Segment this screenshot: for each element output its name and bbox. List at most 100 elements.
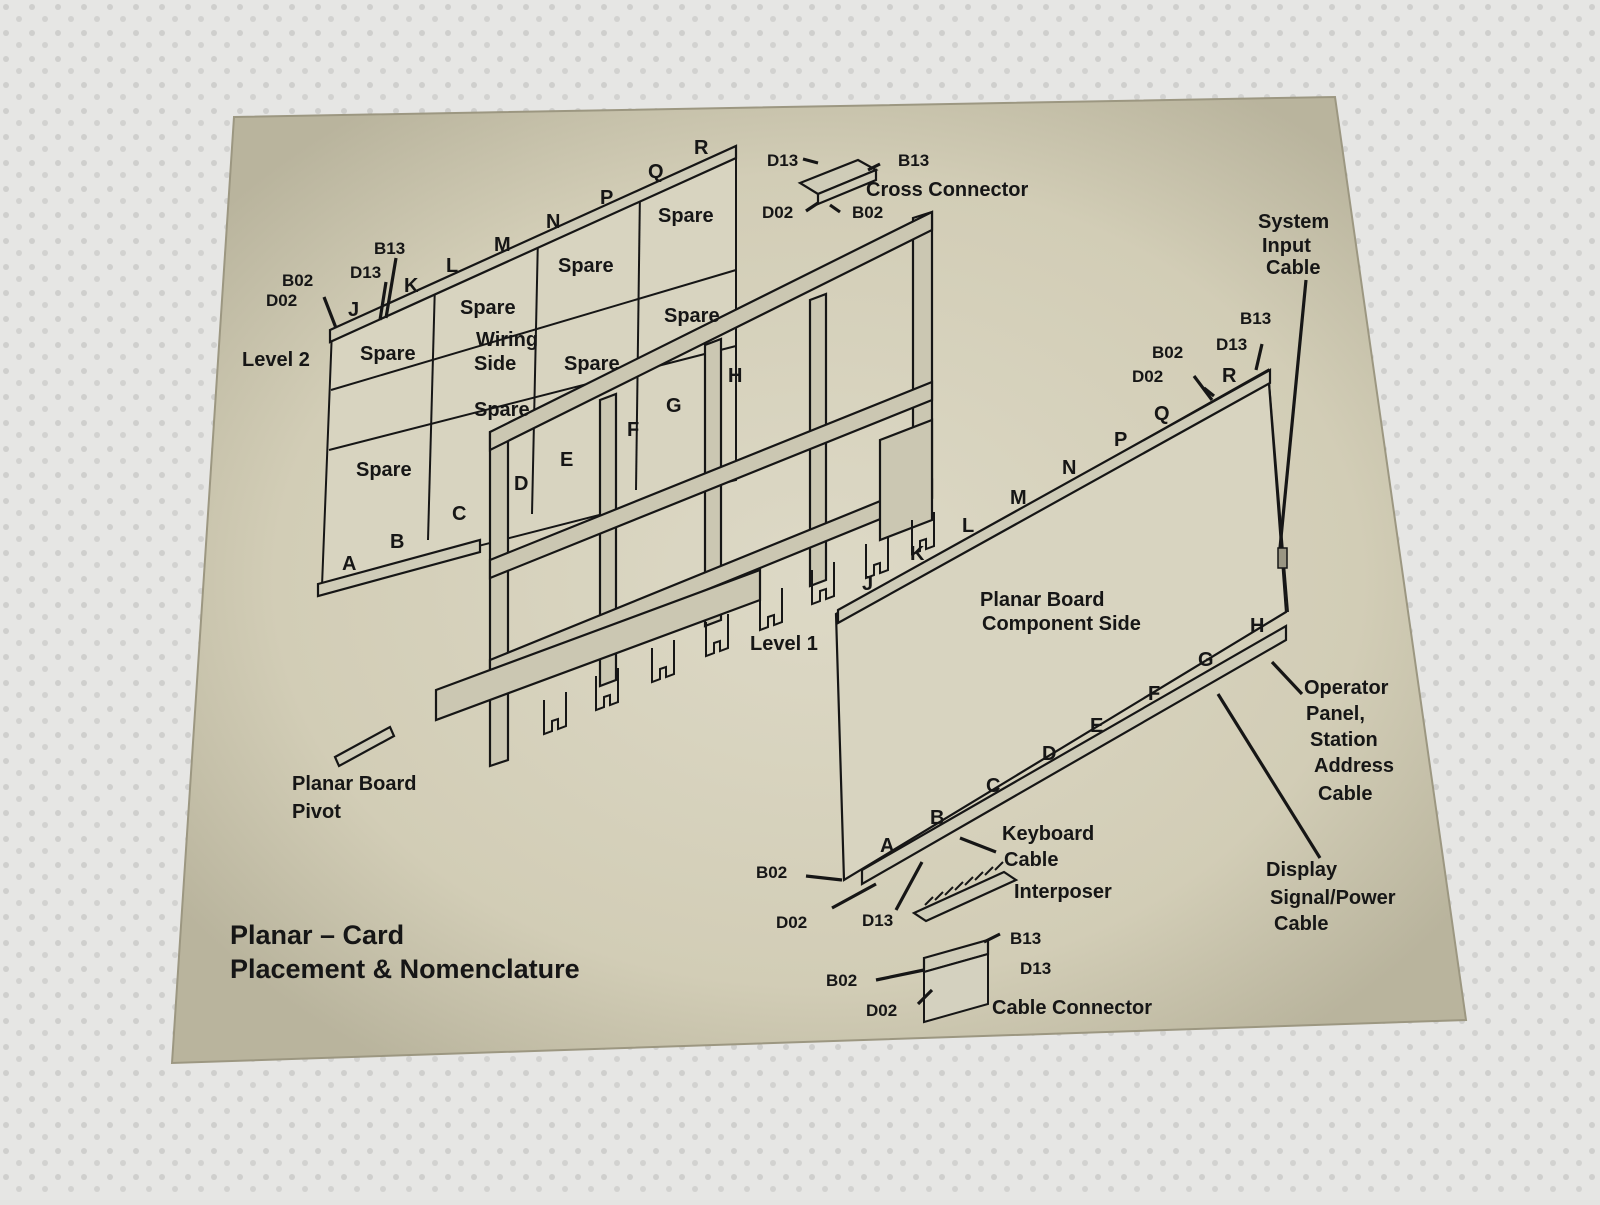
pin-b02: B02 bbox=[852, 203, 883, 222]
pin-b02: B02 bbox=[282, 271, 313, 290]
spare-label: Spare bbox=[360, 343, 416, 365]
slot-n-l2: N bbox=[546, 211, 560, 233]
component-side-label: Planar Board bbox=[980, 589, 1104, 611]
pin-d02: D02 bbox=[762, 203, 793, 222]
pin-d02: D02 bbox=[266, 291, 297, 310]
slot-e-l2: E bbox=[560, 449, 573, 471]
slot-h-l2: H bbox=[728, 365, 742, 387]
pin-d02: D02 bbox=[776, 913, 807, 932]
level2-top-connectors bbox=[328, 144, 738, 344]
slot-b-l1: B bbox=[930, 807, 944, 829]
card-tab bbox=[595, 668, 619, 712]
card-tab bbox=[543, 692, 567, 736]
cross-connector-part bbox=[797, 158, 879, 206]
slot-j-l1: J bbox=[862, 573, 873, 595]
pivot-label: Planar Board bbox=[292, 773, 416, 795]
slot-d-l1: D bbox=[1042, 743, 1056, 765]
leader-lines bbox=[322, 157, 1322, 1006]
wiring-side-label: Wiring bbox=[476, 329, 538, 351]
pin-b13: B13 bbox=[898, 151, 929, 170]
pin-b13: B13 bbox=[374, 239, 405, 258]
pin-d13: D13 bbox=[767, 151, 798, 170]
diagram-title-line2: Placement & Nomenclature bbox=[230, 954, 580, 984]
level1-bottom-connectors bbox=[860, 624, 1288, 886]
pin-d02: D02 bbox=[866, 1001, 897, 1020]
system-input-label: Input bbox=[1262, 235, 1311, 257]
pin-d02: D02 bbox=[1132, 367, 1163, 386]
cable-connector-label: Cable Connector bbox=[992, 997, 1152, 1019]
spare-label: Spare bbox=[658, 205, 714, 227]
pin-b02: B02 bbox=[1152, 343, 1183, 362]
level1-label: Level 1 bbox=[750, 633, 818, 655]
slot-p-l2: P bbox=[600, 187, 613, 209]
spare-label: Spare bbox=[558, 255, 614, 277]
interposer-part bbox=[911, 861, 1019, 923]
pivot-part bbox=[333, 725, 396, 768]
card-tab bbox=[759, 588, 783, 632]
slot-b-l2: B bbox=[390, 531, 404, 553]
spare-label: Spare bbox=[474, 399, 530, 421]
slot-a-l1: A bbox=[880, 835, 894, 857]
level2-board bbox=[320, 144, 737, 588]
spare-label: Spare bbox=[664, 305, 720, 327]
card-tab bbox=[865, 536, 889, 580]
spare-label: Spare bbox=[460, 297, 516, 319]
cross-connector-label: Cross Connector bbox=[866, 179, 1028, 201]
system-input-label: Cable bbox=[1266, 257, 1320, 279]
display-cable-label: Cable bbox=[1274, 913, 1328, 935]
slot-j-l2: J bbox=[348, 299, 359, 321]
pin-b02: B02 bbox=[756, 863, 787, 882]
operator-panel-label: Panel, bbox=[1306, 703, 1365, 725]
pin-b02: B02 bbox=[826, 971, 857, 990]
slot-h-l1: H bbox=[1250, 615, 1264, 637]
slot-n-l1: N bbox=[1062, 457, 1076, 479]
slot-c-l1: C bbox=[986, 775, 1000, 797]
operator-panel-label: Operator bbox=[1304, 677, 1389, 699]
slot-l-l1: L bbox=[962, 515, 974, 537]
level2-label: Level 2 bbox=[242, 349, 310, 371]
component-side-label: Component Side bbox=[982, 613, 1141, 635]
display-cable-label: Signal/Power bbox=[1270, 887, 1396, 909]
slot-r-l2: R bbox=[694, 137, 709, 159]
slot-f-l2: F bbox=[627, 419, 639, 441]
slot-g-l2: G bbox=[666, 395, 682, 417]
slot-c-l2: C bbox=[452, 503, 466, 525]
card-tab bbox=[811, 562, 835, 606]
slot-l-l2: L bbox=[446, 255, 458, 277]
slot-e-l1: E bbox=[1090, 715, 1103, 737]
pin-d13: D13 bbox=[350, 263, 381, 282]
card-tab bbox=[705, 614, 729, 658]
slot-q-l2: Q bbox=[648, 161, 664, 183]
display-cable-label: Display bbox=[1266, 859, 1338, 881]
pivot-label: Pivot bbox=[292, 801, 341, 823]
system-input-label: System bbox=[1258, 211, 1329, 233]
slot-p-l1: P bbox=[1114, 429, 1127, 451]
interposer-label: Interposer bbox=[1014, 881, 1112, 903]
slot-d-l2: D bbox=[514, 473, 528, 495]
cable-connector-part bbox=[922, 938, 990, 1024]
diagram-title-line1: Planar – Card bbox=[230, 920, 404, 950]
slot-k-l2: K bbox=[404, 275, 419, 297]
slot-m-l1: M bbox=[1010, 487, 1027, 509]
card-tabs bbox=[543, 512, 935, 736]
spare-label: Spare bbox=[564, 353, 620, 375]
slot-m-l2: M bbox=[494, 234, 511, 256]
level2-bottom-connectors bbox=[316, 538, 482, 598]
pin-d13: D13 bbox=[1020, 959, 1051, 978]
pin-d13: D13 bbox=[1216, 335, 1247, 354]
keyboard-cable-label: Keyboard bbox=[1002, 823, 1094, 845]
card-tab bbox=[651, 640, 675, 684]
slot-k-l1: K bbox=[910, 543, 925, 565]
card-tab bbox=[911, 512, 935, 556]
wiring-side-label: Side bbox=[474, 353, 516, 375]
pin-d13: D13 bbox=[862, 911, 893, 930]
slot-a-l2: A bbox=[342, 553, 356, 575]
operator-panel-label: Cable bbox=[1318, 783, 1372, 805]
spare-label: Spare bbox=[356, 459, 412, 481]
operator-panel-label: Station bbox=[1310, 729, 1378, 751]
keyboard-cable-label: Cable bbox=[1004, 849, 1058, 871]
slot-g-l1: G bbox=[1198, 649, 1214, 671]
level1-top-connectors bbox=[836, 368, 1272, 625]
